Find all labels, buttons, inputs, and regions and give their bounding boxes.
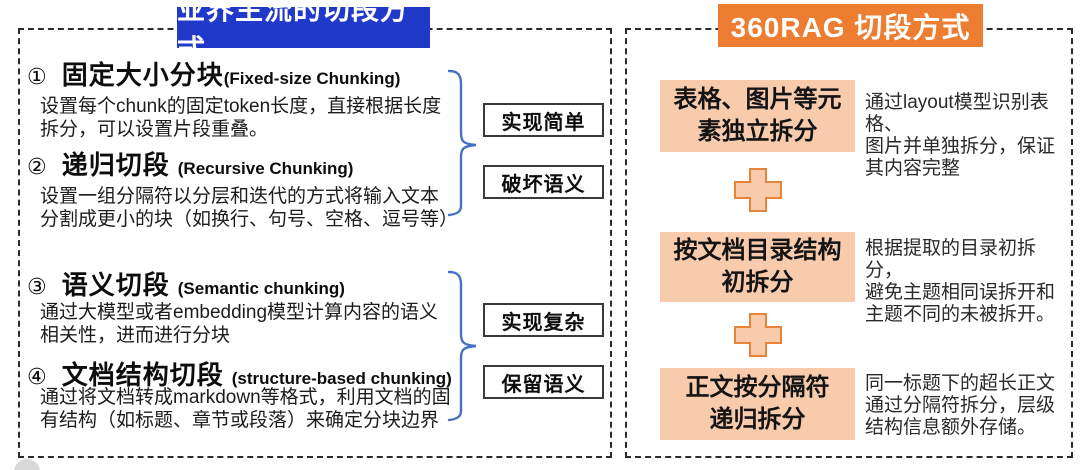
- item-number: ②: [27, 154, 47, 179]
- tag-simple-implementation: 实现简单: [483, 103, 604, 137]
- left-panel-title: 业界主流的切段方式: [177, 0, 430, 65]
- item-semantic-desc: 通过大模型或者embedding模型计算内容的语义 相关性，进而进行分块: [40, 302, 439, 346]
- step-note-separator-recursive: 同一标题下的超长正文 通过分隔符拆分，层级 结构信息额外存储。: [865, 373, 1056, 438]
- left-panel-title-text: 业界主流的切段方式: [177, 0, 410, 65]
- item-title-en: (Recursive Chunking): [177, 159, 354, 178]
- plus-icon: [734, 313, 782, 357]
- step-box-separator-recursive: 正文按分隔符 递归拆分: [660, 368, 855, 440]
- item-title-en: (structure-based chunking): [231, 369, 452, 388]
- item-title-zh: 文档结构切段: [61, 360, 224, 390]
- item-recursive-desc: 设置一组分隔符以分层和迭代的方式将输入文本 分割成更小的块（如换行、句号、空格、…: [40, 186, 459, 230]
- item-title-zh: 语义切段: [61, 270, 170, 300]
- item-number: ③: [27, 274, 47, 299]
- step-box-tables-images: 表格、图片等元 素独立拆分: [660, 80, 855, 152]
- step-box-toc-split: 按文档目录结构 初拆分: [660, 232, 855, 302]
- step-note-tables-images: 通过layout模型识别表格、 图片并单独拆分，保证 其内容完整: [865, 92, 1056, 179]
- right-panel-title-text: 360RAG 切段方式: [730, 11, 971, 43]
- item-number: ①: [27, 64, 47, 89]
- item-title-zh: 固定大小分块: [61, 60, 224, 90]
- item-fixed-size-heading: ① 固定大小分块 (Fixed-size Chunking): [27, 55, 400, 92]
- tag-complex-implementation: 实现复杂: [483, 303, 604, 337]
- item-structure-heading: ④ 文档结构切段 (structure-based chunking): [27, 355, 452, 392]
- item-structure-desc: 通过将文档转成markdown等格式，利用文档的固 有结构（如标题、章节或段落）…: [40, 387, 451, 431]
- tag-preserves-semantics: 保留语义: [483, 365, 604, 399]
- item-semantic-heading: ③ 语义切段 (Semantic chunking): [27, 265, 345, 302]
- item-number: ④: [27, 364, 47, 389]
- step-note-toc-split: 根据提取的目录初拆分， 避免主题相同误拆开和 主题不同的未被拆开。: [865, 238, 1056, 325]
- plus-icon: [734, 168, 782, 212]
- right-panel-title: 360RAG 切段方式: [718, 4, 983, 47]
- watermark-circle: [14, 459, 40, 470]
- item-recursive-heading: ② 递归切段 (Recursive Chunking): [27, 145, 353, 182]
- item-title-en: (Semantic chunking): [177, 279, 345, 298]
- tag-breaks-semantics: 破坏语义: [483, 165, 604, 199]
- item-title-zh: 递归切段: [61, 150, 170, 180]
- item-fixed-size-desc: 设置每个chunk的固定token长度，直接根据长度 拆分，可以设置片段重叠。: [40, 96, 442, 140]
- item-title-en: (Fixed-size Chunking): [223, 69, 401, 88]
